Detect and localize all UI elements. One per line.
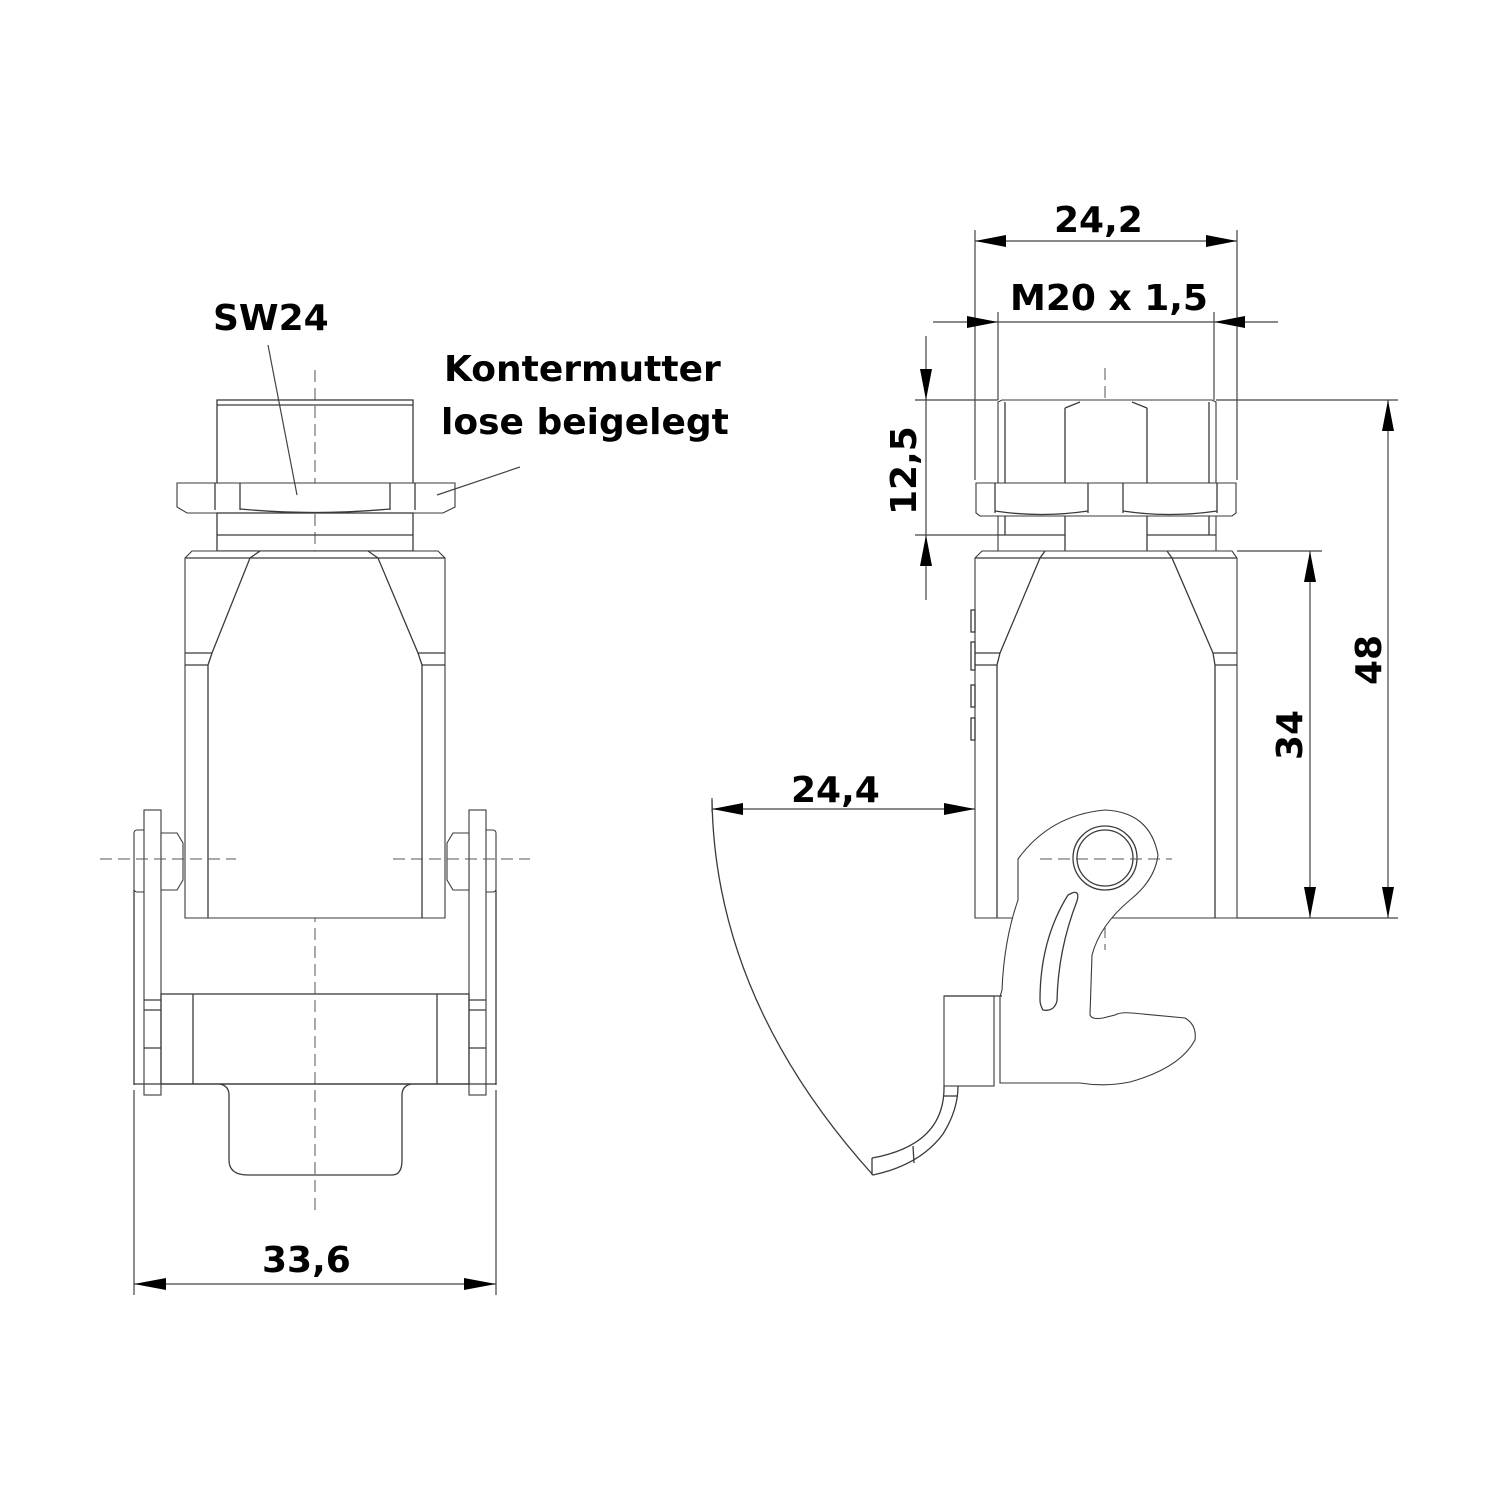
locking-lever	[711, 799, 1196, 1176]
left-hinge	[133, 809, 184, 1096]
label-locknut-line1: Kontermutter	[444, 349, 721, 390]
leader-locknut	[436, 466, 521, 496]
dim-34-value: 34	[1270, 710, 1311, 760]
dim-nut-width: 24,2	[974, 200, 1238, 480]
dim-body-height: 34	[1237, 550, 1398, 919]
dim-overall-height: 48	[1216, 399, 1398, 918]
side-locknut	[975, 482, 1237, 517]
housing-front	[184, 550, 446, 919]
dim-thread-value: M20 x 1,5	[1010, 278, 1208, 319]
front-view: SW24 Kontermutter lose beigelegt 33,6	[100, 298, 729, 1295]
dim-24-4-value: 24,4	[791, 770, 880, 811]
leader-sw24	[267, 344, 298, 496]
label-sw24: SW24	[213, 298, 329, 339]
dim-24-2-value: 24,2	[1054, 200, 1143, 241]
right-hinge	[446, 809, 497, 1096]
dim-48-value: 48	[1349, 635, 1390, 685]
housing-side	[970, 550, 1238, 919]
label-locknut-line2: lose beigelegt	[441, 402, 729, 443]
side-thread-nut	[997, 399, 1217, 553]
dim-lever-projection: 24,4	[711, 770, 975, 815]
dim-thread: M20 x 1,5	[933, 278, 1278, 400]
dim-overall-width: 33,6	[133, 1090, 497, 1295]
dim-33-6-value: 33,6	[262, 1240, 351, 1281]
dim-12-5-value: 12,5	[884, 426, 925, 515]
dim-gland-height: 12,5	[884, 336, 998, 600]
base-frame	[134, 993, 496, 1176]
side-view: 24,2 M20 x 1,5 12,5	[711, 200, 1398, 1176]
locknut	[176, 482, 456, 514]
